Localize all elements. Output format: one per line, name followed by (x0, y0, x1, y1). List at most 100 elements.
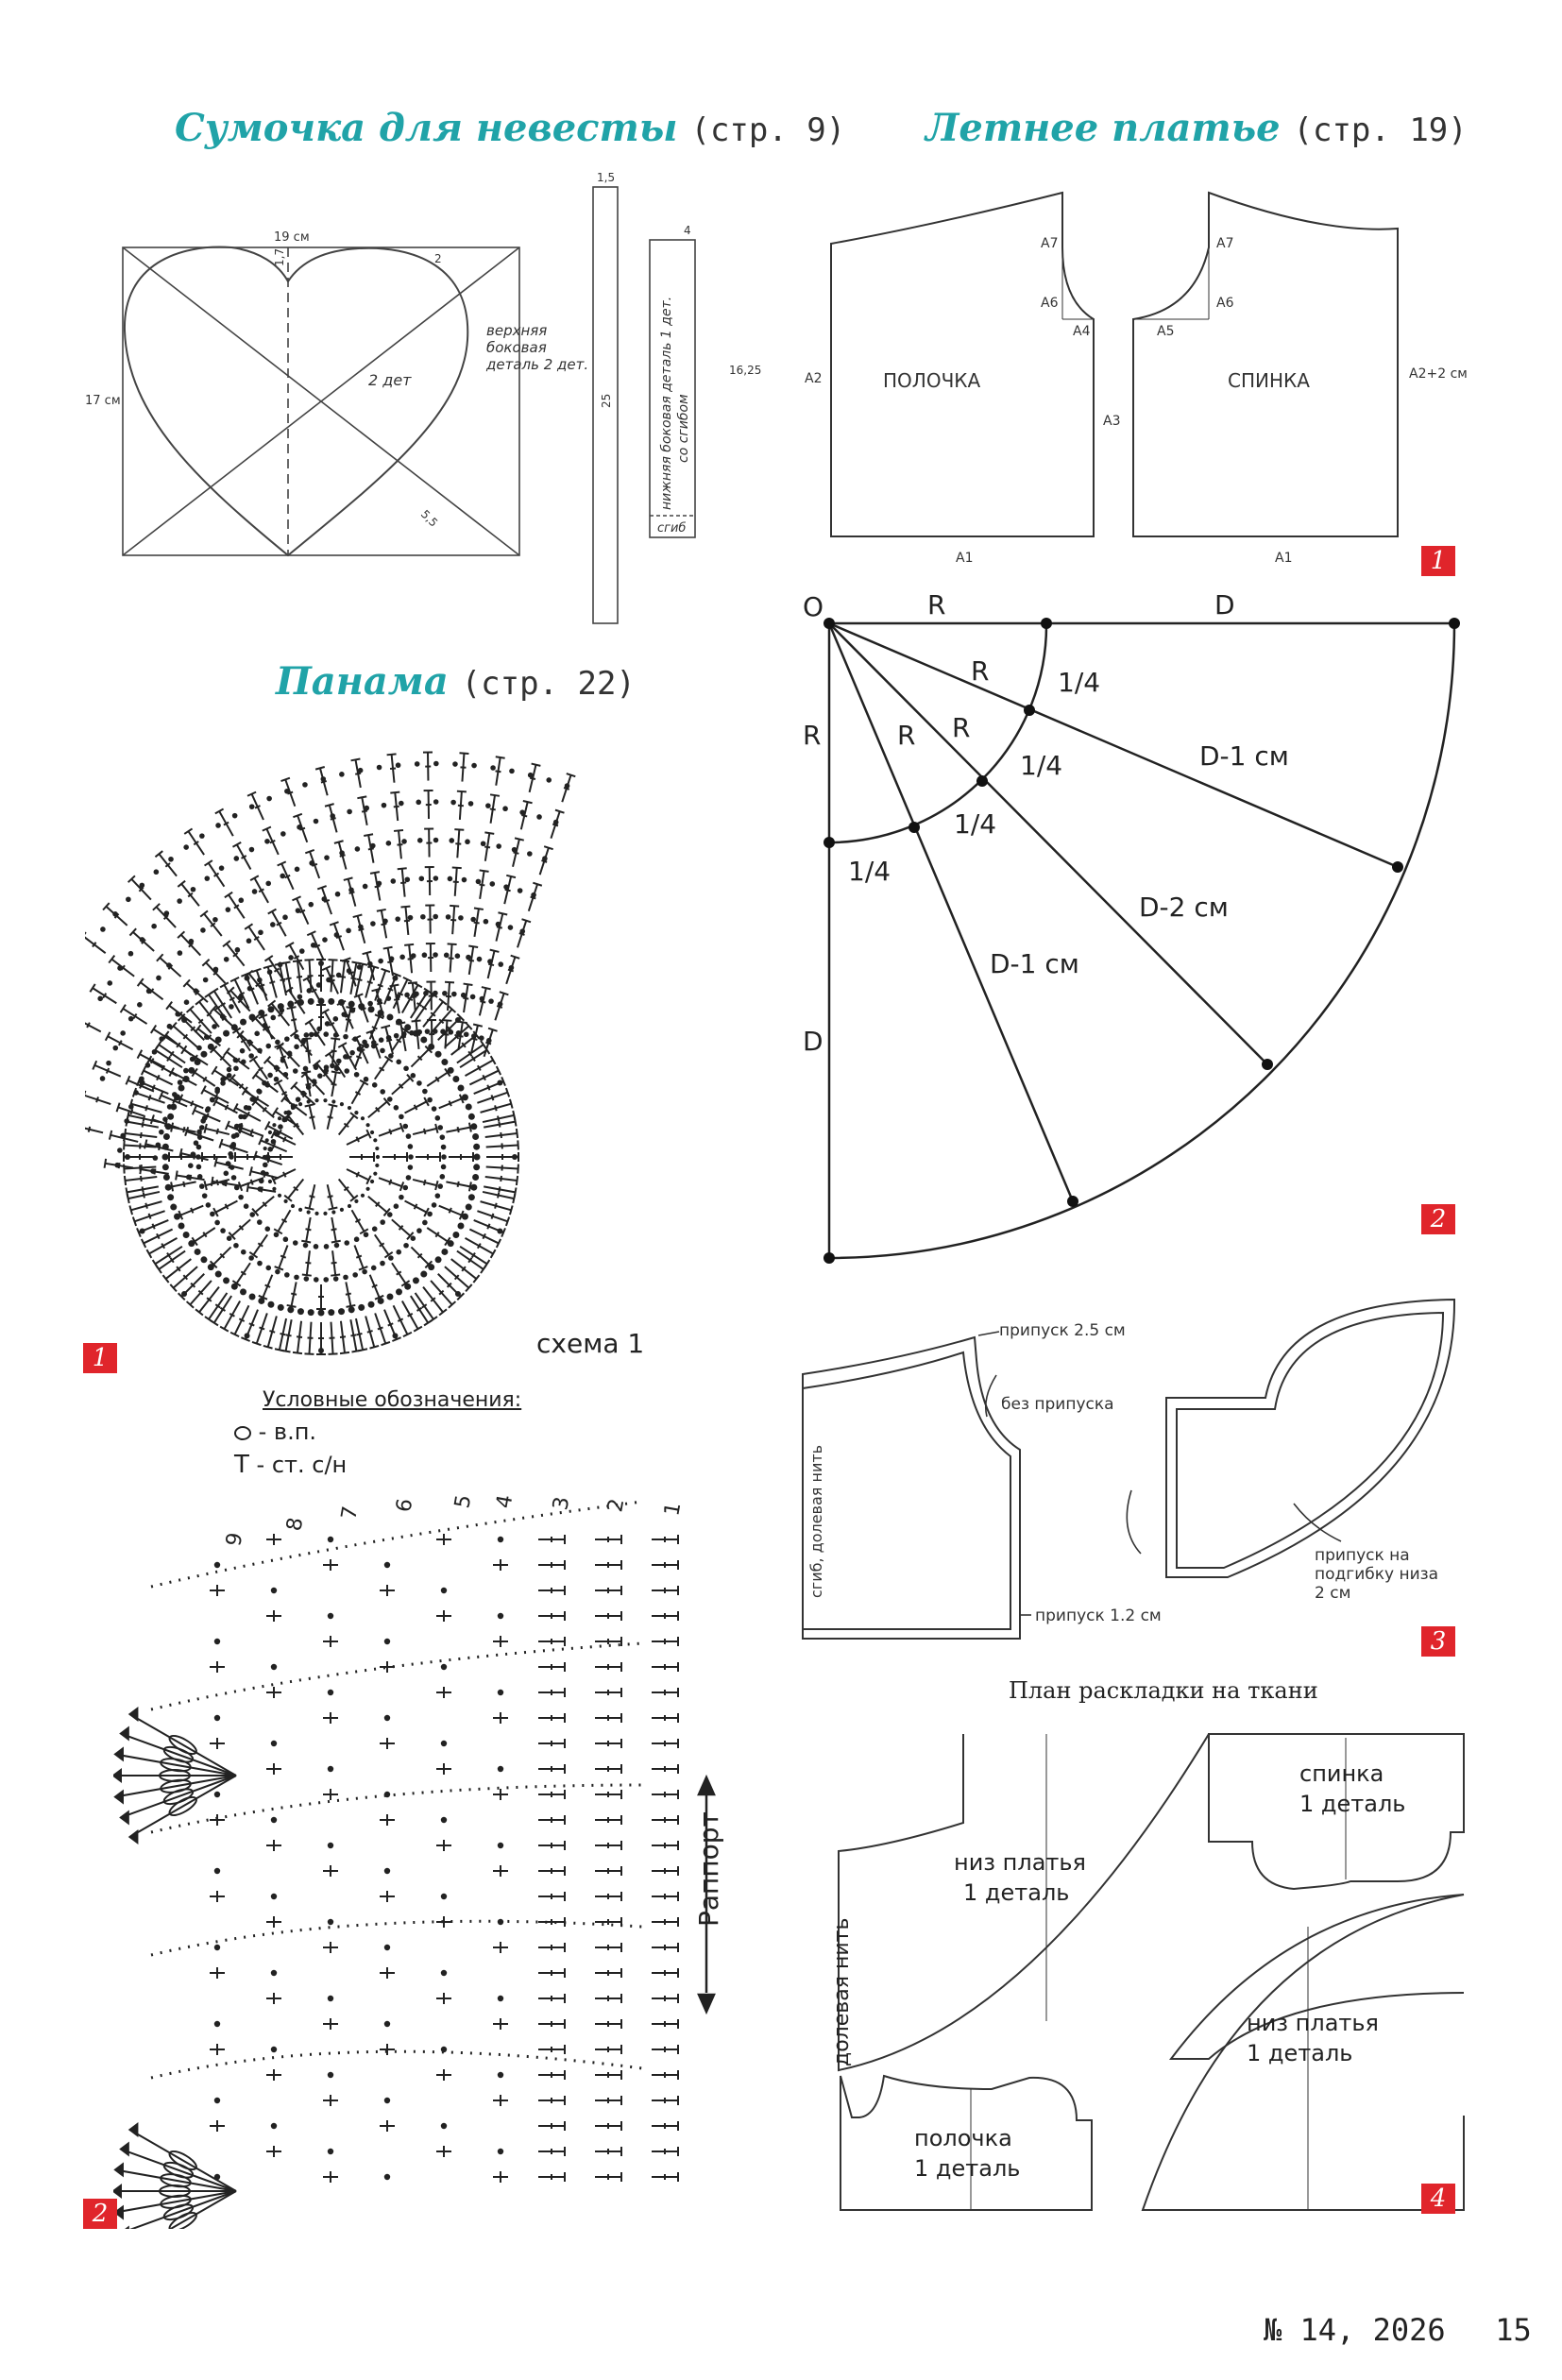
hat-title: Панама (стр. 22) (276, 659, 636, 704)
scheme-1-label: схема 1 (536, 1328, 644, 1359)
layout-front-label-1: полочка (914, 2125, 1012, 2151)
bag-bounding-box (122, 246, 520, 556)
row-3: 3 (549, 1495, 574, 1512)
hat-fig-1: 1 (83, 1343, 117, 1373)
bag-page-ref: (стр. 9) (690, 111, 846, 149)
double-crochet-icon: Т (234, 1451, 249, 1479)
row-2: 2 (603, 1497, 629, 1514)
layout-front (840, 2074, 1093, 2211)
skirt-r-1: R (971, 655, 989, 687)
skirt-point-o: O (803, 591, 823, 622)
back-piece-label: СПИНКА (1228, 369, 1310, 392)
issue-number: № 14, 2026 (1264, 2312, 1446, 2348)
layout-skirt-label-bottom-2: 1 деталь (1247, 2040, 1352, 2066)
dress-bodice-diagram: ПОЛОЧКА СПИНКА A7 A6 A4 A2 A3 A1 A7 A6 A… (805, 191, 1468, 566)
front-point-a2: A2 (805, 371, 822, 386)
back-point-a2-plus: A2+2 см (1409, 366, 1468, 382)
row-1: 1 (660, 1501, 686, 1518)
legend-title: Условные обозначения: (263, 1388, 522, 1412)
skirt-d-minus-2: D-2 см (1139, 892, 1229, 923)
front-piece (830, 191, 1095, 537)
bag-dim-top-right: 2 (434, 252, 442, 265)
dress-title-text: Летнее платье (925, 106, 1281, 150)
skirt-r-3: R (897, 720, 915, 751)
legend-chain-label: - в.п. (258, 1419, 317, 1445)
lower-width: 4 (684, 224, 691, 237)
layout-back (1208, 1733, 1465, 1891)
hem-allowance-2: подгибку низа (1315, 1565, 1438, 1584)
hat-title-text: Панама (276, 659, 449, 704)
legend-dc: Т - ст. с/н (234, 1451, 347, 1479)
bag-dim-height: 17 см (85, 394, 121, 408)
lower-fold-label: сгиб (657, 521, 686, 536)
front-point-a6: A6 (1041, 296, 1059, 311)
row-4: 4 (492, 1493, 518, 1510)
skirt-d-left: D (803, 1026, 823, 1057)
row-5: 5 (450, 1493, 476, 1510)
heart-label: 2 дет (368, 371, 412, 389)
layout-skirt-label-top-1: низ платья (954, 1849, 1086, 1876)
legend-chain: - в.п. (234, 1419, 316, 1445)
skirt-d-minus-1-upper: D-1 см (1199, 740, 1289, 772)
hat-fig-2: 2 (83, 2199, 117, 2229)
strip-length: 25 (600, 394, 613, 408)
skirt-r-top: R (927, 589, 945, 620)
allowance-25-label: припуск 2.5 см (999, 1321, 1126, 1340)
back-point-a1: A1 (1275, 551, 1292, 566)
repeat-label: Раппорт (693, 1811, 724, 1927)
row-7: 7 (337, 1504, 363, 1522)
layout-title: План раскладки на ткани (1009, 1677, 1318, 1704)
back-point-a5: A5 (1157, 324, 1174, 339)
no-allowance-label: без припуска (1001, 1395, 1114, 1414)
upper-side-label-1: верхняя (486, 322, 547, 339)
layout-back-label-2: 1 деталь (1299, 1791, 1405, 1817)
skirt-d-minus-1-lower: D-1 см (990, 948, 1079, 979)
dress-fig-2: 2 (1421, 1204, 1455, 1234)
front-point-a7: A7 (1041, 236, 1058, 251)
bag-pattern-diagram: 19 см 17 см 1,7 2 5,5 2 дет верхняя боко… (85, 171, 761, 624)
bag-title: Сумочка для невесты (стр. 9) (175, 106, 845, 150)
strip-width: 1,5 (597, 171, 615, 184)
front-point-a1: A1 (956, 551, 973, 566)
layout-front-label-2: 1 деталь (914, 2155, 1020, 2182)
front-point-a4: A4 (1073, 324, 1091, 339)
layout-back-label-1: спинка (1299, 1760, 1384, 1787)
page-number: 15 (1495, 2312, 1532, 2348)
bag-dim-diagonal: 5,5 (418, 507, 440, 529)
layout-skirt-bottom (1141, 1894, 1465, 2211)
upper-side-label-3: деталь 2 дет. (485, 356, 588, 373)
fold-grain-label: сгиб, долевая нить (807, 1445, 825, 1598)
hat-crochet-scheme-1: схема 1 (85, 751, 644, 1359)
upper-side-label-2: боковая (486, 339, 547, 356)
footer: № 14, 2026 15 (1264, 2312, 1532, 2348)
lower-strip (649, 239, 696, 538)
dress-layout-diagram: долевая нить низ платья 1 деталь спинка … (830, 1733, 1465, 2211)
allowance-12-label: припуск 1.2 см (1035, 1606, 1162, 1625)
dress-title: Летнее платье (стр. 19) (925, 106, 1468, 150)
layout-skirt-label-top-2: 1 деталь (963, 1879, 1069, 1906)
hat-page-ref: (стр. 22) (461, 665, 636, 703)
skirt-quarter-1: 1/4 (1058, 667, 1100, 698)
hem-allowance-1: припуск на (1315, 1546, 1410, 1565)
dress-skirt-diagram: O R D R D R R R 1/4 1/4 1/4 1/4 D-1 см D… (803, 589, 1460, 1264)
hat-crochet-scheme-2: 9 8 7 6 5 4 3 2 1 Раппорт (113, 1493, 724, 2229)
row-9: 9 (222, 1531, 247, 1548)
legend-dc-label: - ст. с/н (256, 1452, 348, 1478)
chain-stitch-icon (234, 1425, 251, 1440)
row-6: 6 (392, 1497, 417, 1514)
heart-shape (123, 246, 469, 557)
bag-dim-top-center: 1,7 (273, 248, 286, 266)
dress-fig-1: 1 (1421, 546, 1455, 576)
dress-fig-4: 4 (1421, 2184, 1455, 2214)
row-8: 8 (282, 1516, 308, 1533)
lower-label: нижняя боковая деталь 1 дет. (659, 297, 674, 510)
front-piece-label: ПОЛОЧКА (883, 369, 980, 392)
layout-skirt-label-bottom-1: низ платья (1247, 2010, 1379, 2036)
hem-curve (828, 622, 1456, 1260)
dress-allowance-diagram: припуск 2.5 см без припуска сгиб, долева… (802, 1298, 1455, 1640)
skirt-r-left: R (803, 720, 821, 751)
layout-grain: долевая нить (830, 1918, 854, 2066)
hem-allowance-3: 2 см (1315, 1584, 1350, 1603)
lower-height: 16,25 (729, 364, 761, 377)
upper-strip (592, 186, 619, 624)
